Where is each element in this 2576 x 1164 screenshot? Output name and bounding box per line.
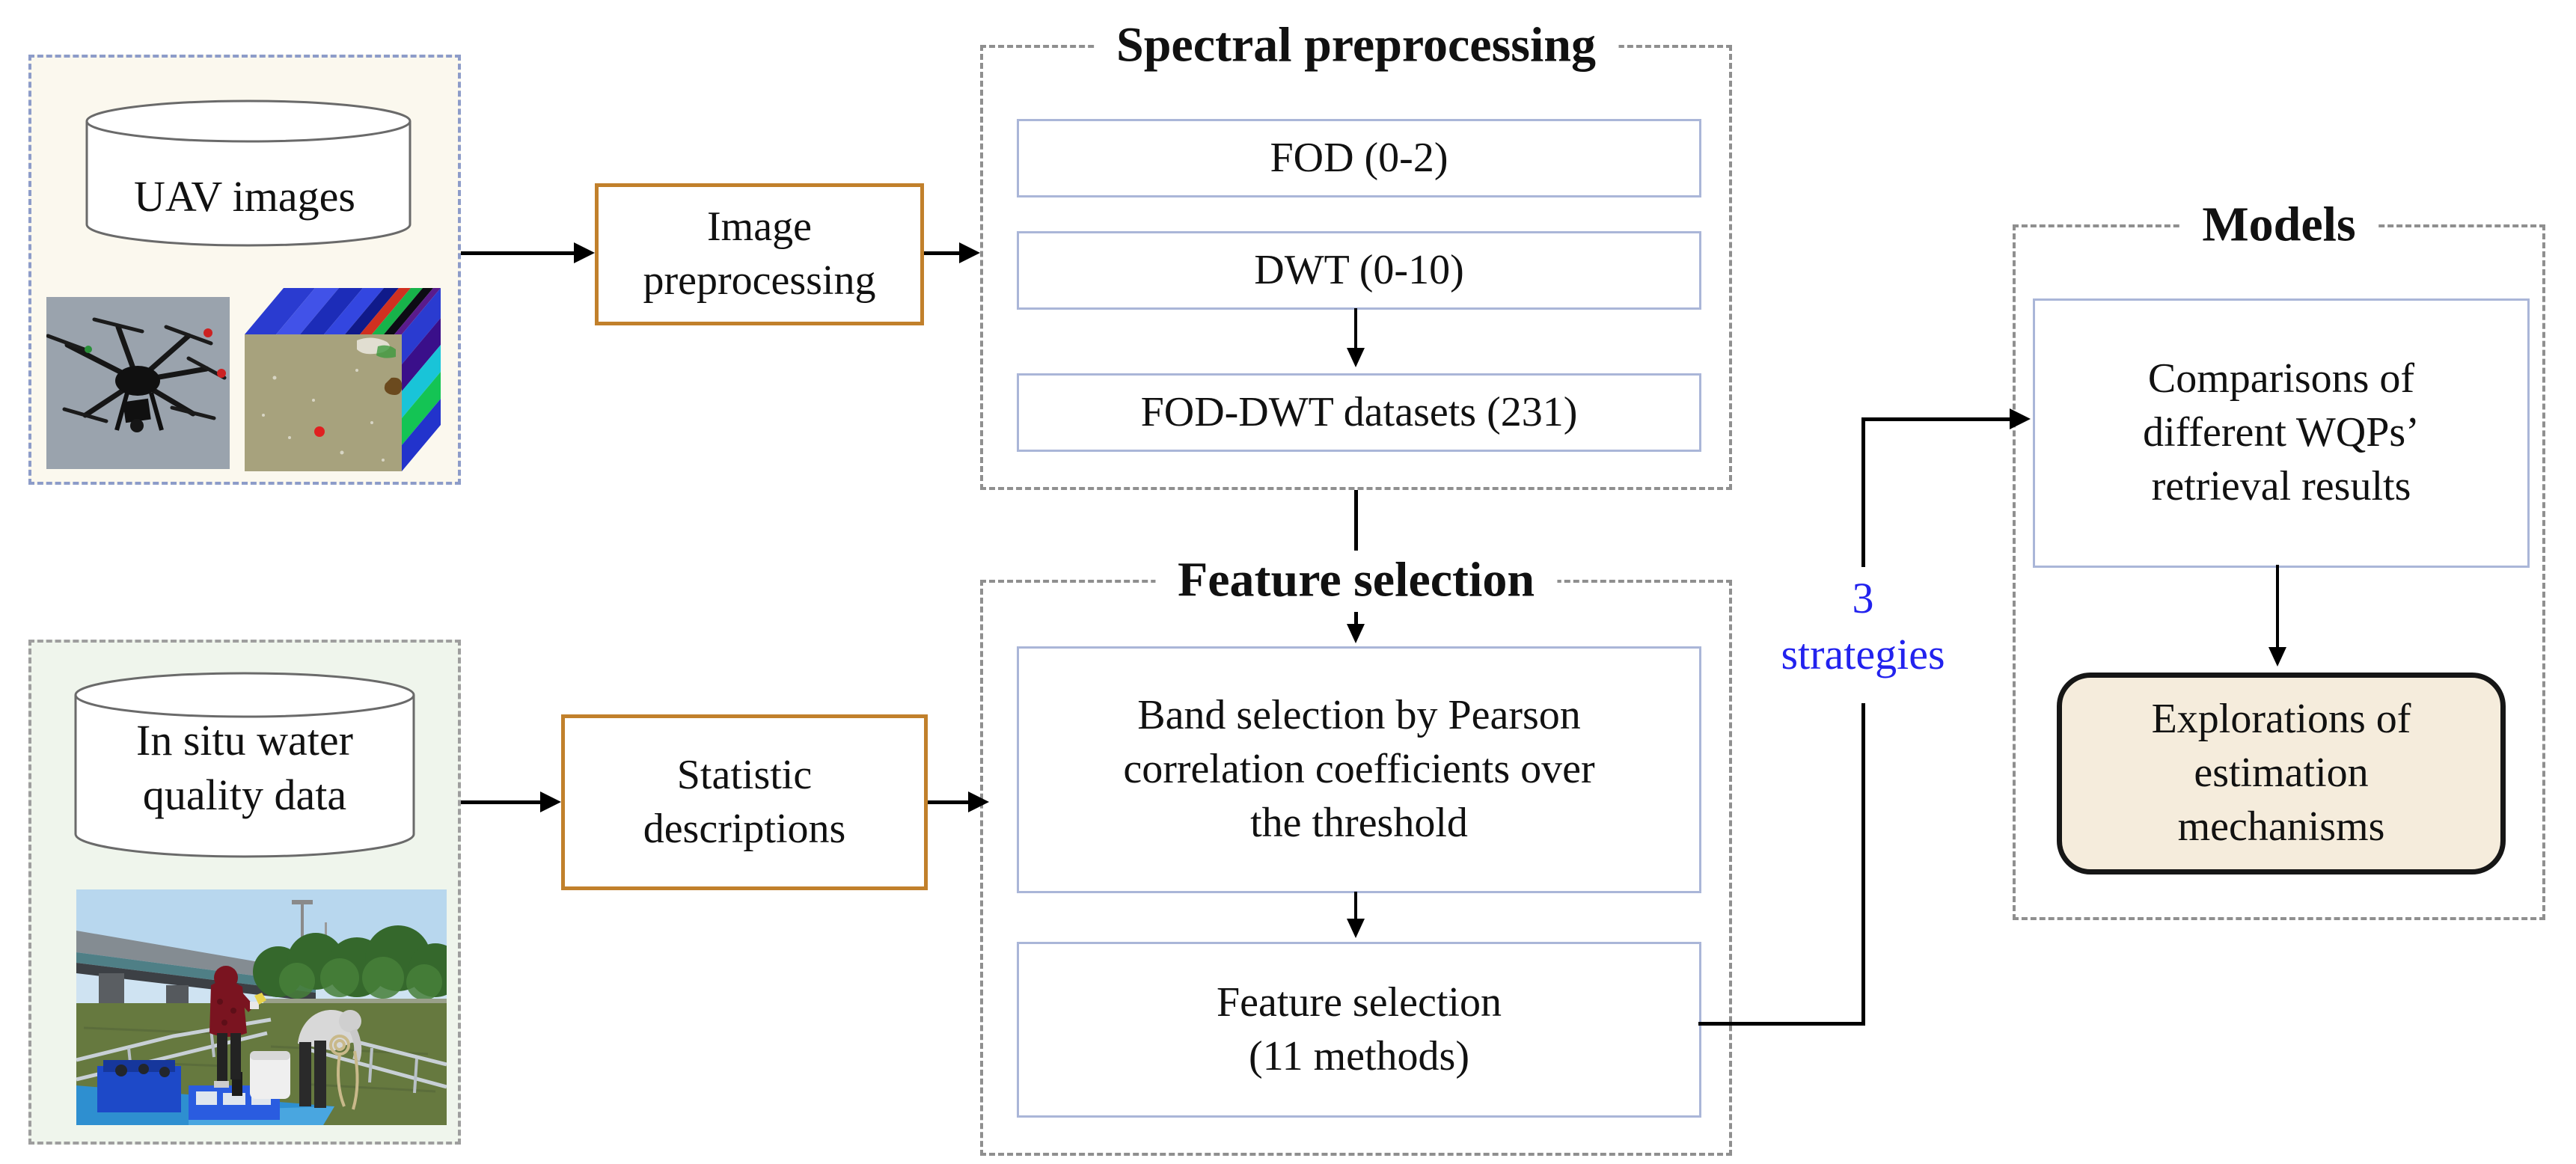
- arrow-uav-to-imagepre: [461, 251, 574, 255]
- uav-images-label: UAV images: [134, 172, 355, 221]
- hyperspectral-cube-image: [245, 288, 448, 471]
- line-spectral-to-feature: [1354, 490, 1358, 551]
- arrowhead-uav-to-imagepre: [574, 242, 595, 263]
- comparisons-box: Comparisons of different WQPs’ retrieval…: [2033, 298, 2530, 568]
- arrow-dwt-to-foddwt: [1354, 308, 1357, 349]
- connector-vertical-upper: [1861, 419, 1865, 567]
- arrowhead-band-to-methods: [1347, 919, 1365, 938]
- arrow-insitu-to-statistic: [461, 800, 540, 804]
- arrow-comparisons-to-explorations: [2276, 565, 2279, 649]
- feature-selection-group: Feature selection Band selection by Pear…: [980, 552, 1732, 1156]
- models-group: Models Comparisons of different WQPs’ re…: [2013, 197, 2545, 920]
- arrowhead-comparisons-to-explorations: [2268, 647, 2286, 667]
- uav-images-group: UAV images: [28, 55, 461, 485]
- spectral-preprocessing-group: Spectral preprocessing FOD (0-2) DWT (0-…: [980, 17, 1732, 490]
- image-preprocessing-box: Image preprocessing: [595, 183, 924, 325]
- arrow-statistic-to-feature: [928, 800, 968, 804]
- drone-photo: [46, 297, 230, 469]
- statistic-descriptions-box: Statistic descriptions: [561, 714, 928, 890]
- arrowhead-to-comparisons: [2010, 408, 2031, 429]
- insitu-data-label: In situ water quality data: [136, 716, 353, 819]
- strategies-label: 3 strategies: [1781, 574, 1945, 679]
- database-cylinder-icon: [73, 671, 417, 860]
- fod-box: FOD (0-2): [1017, 119, 1701, 197]
- models-title: Models: [2179, 197, 2378, 252]
- arrowhead-statistic-to-feature: [968, 791, 989, 812]
- insitu-data-group: In situ water quality data: [28, 640, 461, 1145]
- feature-selection-methods-box: Feature selection (11 methods): [1017, 942, 1701, 1118]
- arrowhead-insitu-to-statistic: [540, 791, 561, 812]
- arrowhead-title-to-band: [1347, 624, 1365, 643]
- database-cylinder-icon: [84, 99, 413, 248]
- feature-selection-title: Feature selection: [1154, 552, 1558, 607]
- spectral-preprocessing-title: Spectral preprocessing: [1093, 17, 1619, 73]
- arrow-imagepre-to-spectral: [924, 251, 959, 255]
- arrowhead-dwt-to-foddwt: [1347, 348, 1365, 367]
- connector-vertical-lower: [1861, 703, 1865, 1026]
- fod-dwt-datasets-box: FOD-DWT datasets (231): [1017, 373, 1701, 452]
- dwt-box: DWT (0-10): [1017, 231, 1701, 310]
- band-selection-box: Band selection by Pearson correlation co…: [1017, 646, 1701, 893]
- arrowhead-imagepre-to-spectral: [959, 242, 980, 263]
- connector-top-horizontal: [1861, 417, 2010, 421]
- connector-methods-horizontal: [1698, 1022, 1864, 1026]
- explorations-box: Explorations of estimation mechanisms: [2057, 673, 2506, 874]
- field-sampling-photo: [76, 889, 447, 1125]
- arrow-title-to-band: [1354, 612, 1358, 625]
- arrow-band-to-methods: [1354, 892, 1357, 920]
